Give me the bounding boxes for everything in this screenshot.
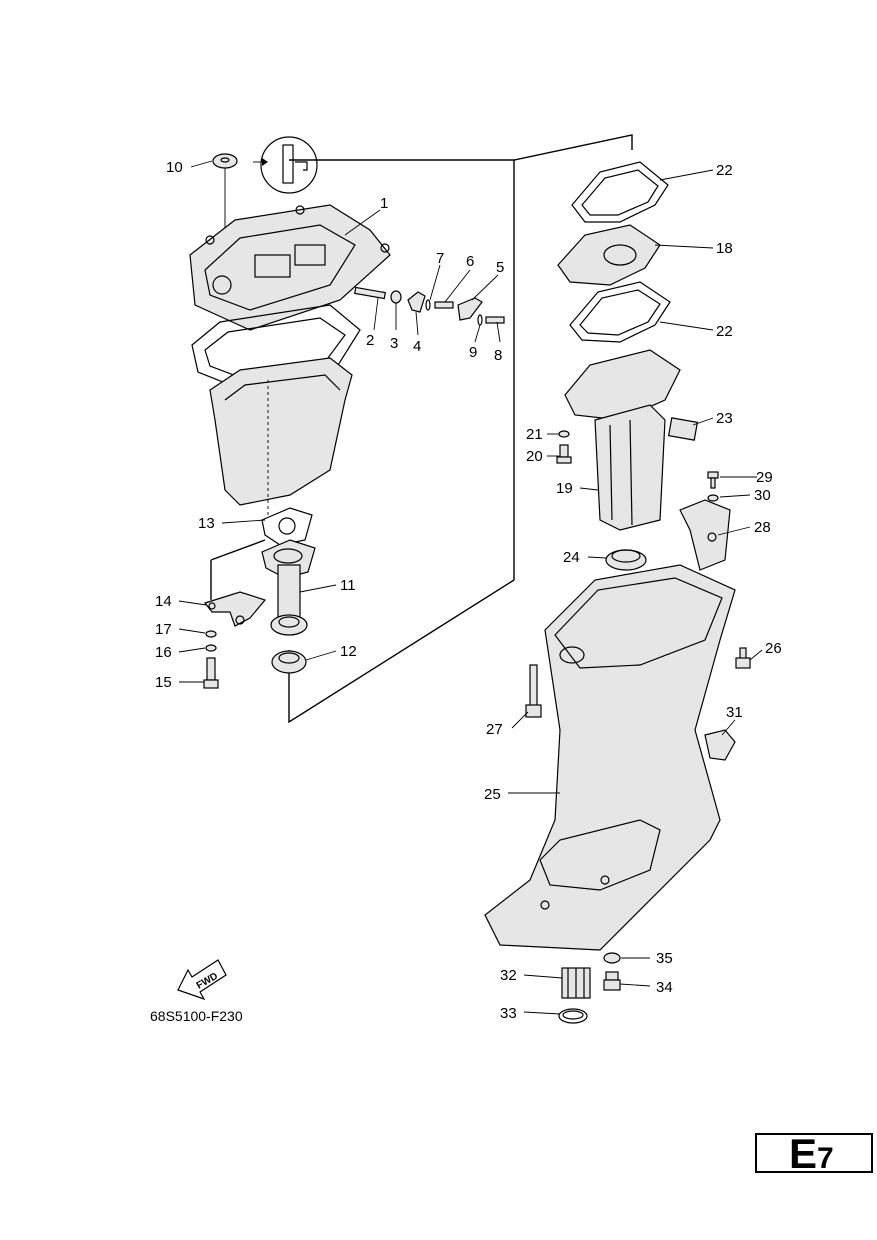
- callout-28: 28: [754, 519, 771, 536]
- part-26-bolt: [735, 647, 751, 669]
- callout-6: 6: [466, 253, 474, 270]
- part-17-washer: [205, 630, 217, 638]
- part-27-bolt: [525, 664, 542, 718]
- part-5-clip: [457, 297, 483, 321]
- callout-24: 24: [563, 549, 580, 566]
- part-3-bushing: [390, 290, 402, 304]
- part-29-screw: [707, 471, 719, 489]
- fwd-label: FWD: [195, 971, 220, 992]
- detail-magnifier: [253, 136, 318, 194]
- callout-3: 3: [390, 335, 398, 352]
- callout-15: 15: [155, 674, 172, 691]
- part-28-plate: [679, 499, 731, 571]
- section-letter: E: [789, 1130, 818, 1177]
- callout-19: 19: [556, 480, 573, 497]
- part-25-drive-shaft-housing: [484, 564, 736, 951]
- callout-9: 9: [469, 344, 477, 361]
- callout-7: 7: [436, 250, 444, 267]
- callout-17: 17: [155, 621, 172, 638]
- callout-23: 23: [716, 410, 733, 427]
- callout-12: 12: [340, 643, 357, 660]
- callout-35: 35: [656, 950, 673, 967]
- part-2-pin: [354, 286, 386, 300]
- section-number: 7: [817, 1142, 834, 1175]
- part-21-washer: [558, 430, 570, 438]
- section-tag: E 7: [755, 1130, 873, 1177]
- part-9-washer: [477, 314, 483, 326]
- fwd-arrow-icon: FWD: [177, 959, 227, 1001]
- part-11-water-tube: [261, 539, 316, 636]
- part-20-bolt: [556, 444, 572, 464]
- callout-16: 16: [155, 644, 172, 661]
- callout-34: 34: [656, 979, 673, 996]
- callout-4: 4: [413, 338, 421, 355]
- callout-29: 29: [756, 469, 773, 486]
- part-35-washer: [603, 952, 621, 964]
- callout-32: 32: [500, 967, 517, 984]
- part-14-bracket: [203, 591, 267, 627]
- callout-14: 14: [155, 593, 172, 610]
- callout-11: 11: [340, 577, 356, 594]
- part-gasket-upper: [191, 304, 361, 396]
- part-13-gasket: [261, 507, 313, 546]
- callout-18: 18: [716, 240, 733, 257]
- callout-labels: 10 1 7 6 5 2 3 4 9 8 13 11 14 17 12 16 1…: [155, 159, 782, 1022]
- part-33-circlip: [558, 1008, 588, 1024]
- part-6-bolt: [434, 301, 454, 309]
- drawing-code: 68S5100-F230: [150, 1008, 243, 1024]
- part-8-bolt: [485, 316, 505, 324]
- callout-26: 26: [765, 640, 782, 657]
- callout-27: 27: [486, 721, 503, 738]
- part-34-plug: [603, 971, 621, 991]
- callout-22-bottom: 22: [716, 323, 733, 340]
- callout-10: 10: [166, 159, 183, 176]
- part-30-washer: [707, 494, 719, 502]
- callout-33: 33: [500, 1005, 517, 1022]
- leader-lines: [178, 160, 763, 1015]
- part-32-sleeve: [561, 967, 591, 999]
- part-7-washer: [425, 299, 431, 311]
- part-23-damper: [667, 417, 699, 441]
- callout-31: 31: [726, 704, 743, 721]
- group-frame: [210, 134, 633, 724]
- part-22-gasket-bottom: [569, 281, 671, 343]
- part-16-washer: [205, 644, 217, 652]
- callout-30: 30: [754, 487, 771, 504]
- callout-20: 20: [526, 448, 543, 465]
- callout-22-top: 22: [716, 162, 733, 179]
- callout-8: 8: [494, 347, 502, 364]
- callout-13: 13: [198, 515, 215, 532]
- part-oil-pan: [209, 357, 353, 515]
- callout-2: 2: [366, 332, 374, 349]
- callout-5: 5: [496, 259, 504, 276]
- part-15-bolt: [203, 657, 219, 689]
- part-19-lower-housing: [564, 349, 681, 531]
- part-31-cover: [704, 729, 736, 761]
- part-12-grommet: [271, 650, 307, 674]
- callout-21: 21: [526, 426, 543, 443]
- part-22-gasket-top: [571, 161, 669, 223]
- part-18-plate: [557, 224, 661, 286]
- callout-25: 25: [484, 786, 501, 803]
- part-1-exhaust-guide: [189, 204, 391, 331]
- part-24-seal: [605, 549, 647, 571]
- callout-1: 1: [380, 195, 388, 212]
- part-4-lever: [407, 291, 426, 313]
